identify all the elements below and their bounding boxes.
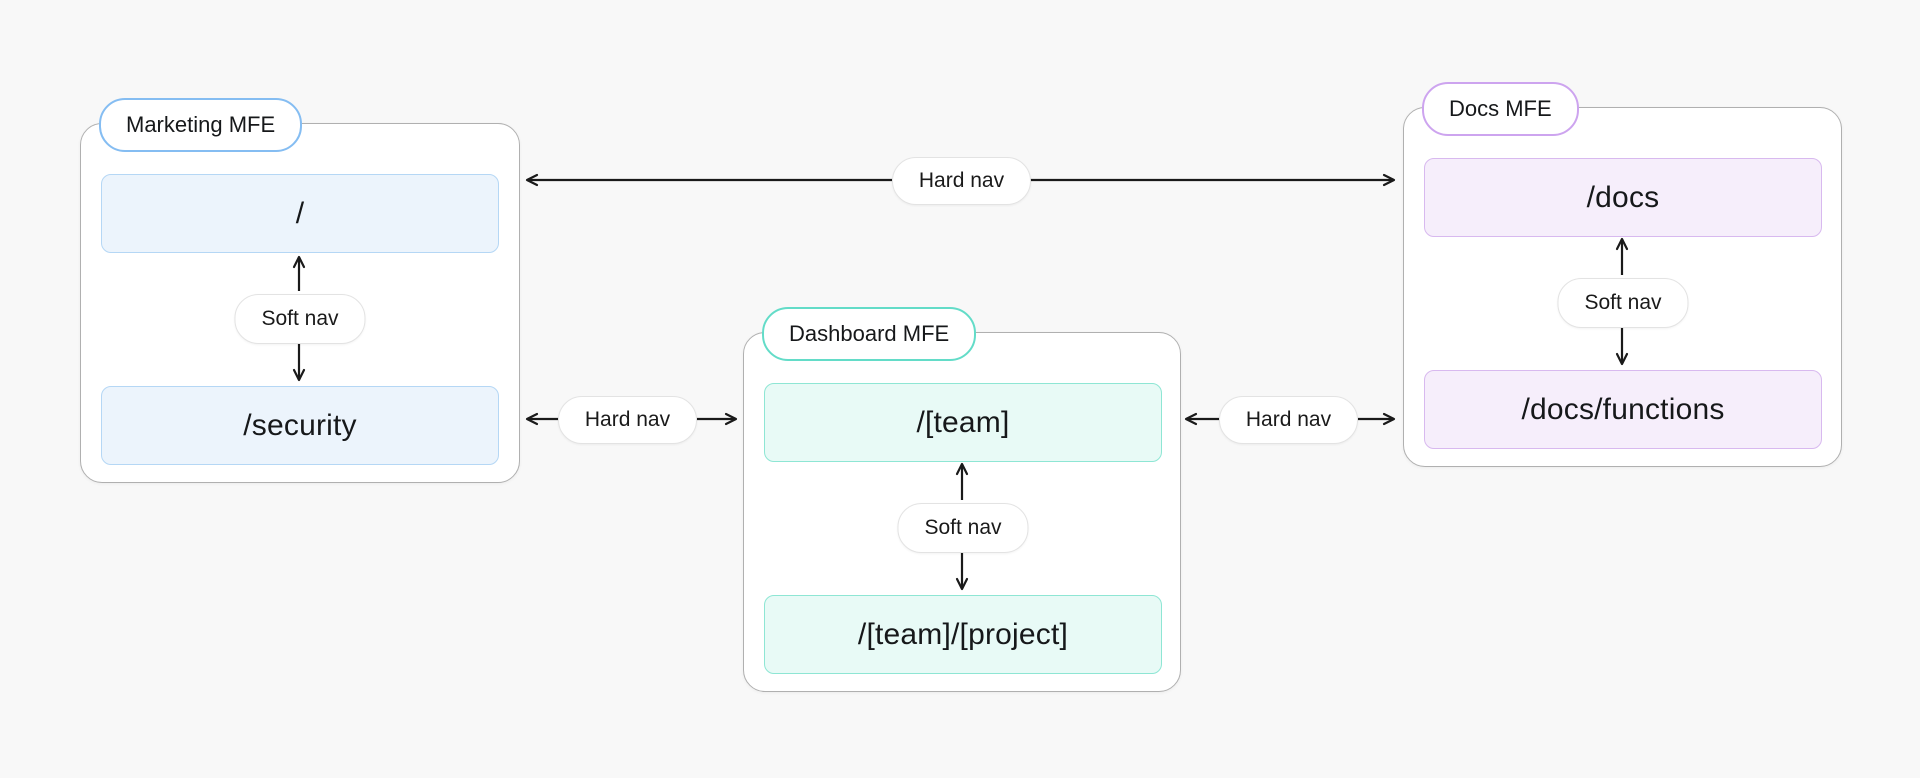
docs-mfe-card: Docs MFE /docs Soft nav /docs/functions: [1403, 82, 1842, 467]
soft-nav-pill-marketing: Soft nav: [234, 294, 366, 344]
route-box-docs-functions: /docs/functions: [1424, 370, 1822, 449]
docs-mfe-label: Docs MFE: [1422, 82, 1579, 136]
route-box-root: /: [101, 174, 499, 253]
route-box-team-project: /[team]/[project]: [764, 595, 1162, 674]
soft-nav-pill-docs: Soft nav: [1557, 278, 1689, 328]
route-box-security: /security: [101, 386, 499, 465]
soft-nav-pill-dashboard: Soft nav: [897, 503, 1029, 553]
dashboard-mfe-card: Dashboard MFE /[team] Soft nav /[team]/[…: [743, 307, 1181, 692]
hard-nav-pill-left: Hard nav: [558, 396, 697, 444]
hard-nav-pill-top: Hard nav: [892, 157, 1031, 205]
route-box-team: /[team]: [764, 383, 1162, 462]
marketing-mfe-card: Marketing MFE / Soft nav /security: [80, 98, 520, 483]
hard-nav-pill-right: Hard nav: [1219, 396, 1358, 444]
dashboard-mfe-label: Dashboard MFE: [762, 307, 977, 361]
route-box-docs: /docs: [1424, 158, 1822, 237]
marketing-mfe-label: Marketing MFE: [99, 98, 303, 152]
